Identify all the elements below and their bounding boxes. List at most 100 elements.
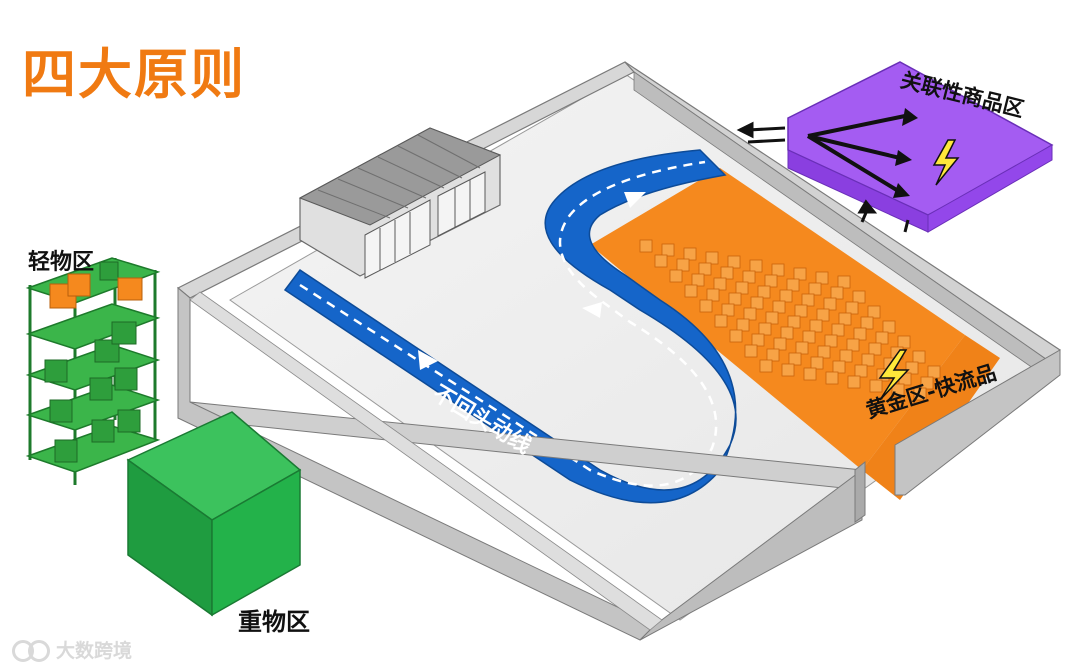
box-icon xyxy=(759,359,773,373)
box-icon xyxy=(757,285,771,299)
box-icon xyxy=(846,338,860,352)
box-icon xyxy=(838,312,852,326)
box-icon xyxy=(839,349,853,363)
box-icon xyxy=(742,270,756,284)
box-icon xyxy=(750,296,764,310)
box-icon xyxy=(728,292,742,306)
box-icon xyxy=(801,293,815,307)
box-icon xyxy=(743,307,757,321)
box-icon xyxy=(727,255,741,269)
box-icon xyxy=(927,365,941,379)
lightning-icon xyxy=(932,139,960,186)
box-icon xyxy=(861,353,875,367)
box-icon xyxy=(832,360,846,374)
box-icon xyxy=(897,335,911,349)
box-icon xyxy=(825,371,839,385)
box-icon xyxy=(771,263,785,277)
box-icon xyxy=(683,247,697,261)
box-icon xyxy=(868,342,882,356)
page-title: 四大原则 xyxy=(22,43,246,106)
related-goods-zone xyxy=(787,61,1054,233)
box-icon xyxy=(781,363,795,377)
box-icon xyxy=(852,290,866,304)
box-icon xyxy=(809,319,823,333)
box-icon xyxy=(684,284,698,298)
box-icon xyxy=(793,267,807,281)
box-icon xyxy=(661,243,675,257)
box-icon xyxy=(706,288,720,302)
box-icon xyxy=(867,305,881,319)
box-icon xyxy=(853,327,867,341)
box-icon xyxy=(817,345,831,359)
box-icon xyxy=(795,341,809,355)
box-icon xyxy=(875,331,889,345)
box-icon xyxy=(920,376,934,390)
box-icon xyxy=(639,239,653,253)
watermark-logo-icon xyxy=(12,639,50,662)
box-icon xyxy=(808,282,822,296)
box-icon xyxy=(816,308,830,322)
box-icon xyxy=(713,277,727,291)
box-icon xyxy=(765,311,779,325)
box-icon xyxy=(823,297,837,311)
box-icon xyxy=(815,271,829,285)
box-icon xyxy=(780,326,794,340)
box-icon xyxy=(699,299,713,313)
box-icon xyxy=(720,266,734,280)
route-dashes xyxy=(299,160,718,487)
box-icon xyxy=(891,383,905,397)
box-icon xyxy=(837,275,851,289)
box-icon xyxy=(847,375,861,389)
box-icon xyxy=(869,379,883,393)
route-arrow-icon xyxy=(418,350,438,370)
watermark-text: 大数跨境 xyxy=(56,640,133,662)
box-icon xyxy=(714,314,728,328)
connector-arrows xyxy=(736,121,910,233)
box-icon xyxy=(912,350,926,364)
box-icon xyxy=(845,301,859,315)
box-icon xyxy=(786,278,800,292)
wall-front-right-segment xyxy=(894,349,1061,496)
box-icon xyxy=(654,254,668,268)
box-icon xyxy=(721,303,735,317)
box-icon xyxy=(773,337,787,351)
one-way-route xyxy=(283,149,737,504)
box-icon xyxy=(758,322,772,336)
box-icon xyxy=(882,320,896,334)
heavy-goods-block xyxy=(126,411,302,617)
box-icon xyxy=(766,348,780,362)
box-icon xyxy=(788,352,802,366)
box-icon xyxy=(729,329,743,343)
watermark: 大数跨境 xyxy=(12,636,132,663)
box-icon xyxy=(794,304,808,318)
box-icon xyxy=(860,316,874,330)
box-icon xyxy=(772,300,786,314)
box-icon xyxy=(744,344,758,358)
fast-moving-boxes xyxy=(639,239,941,401)
box-icon xyxy=(676,258,690,272)
box-icon xyxy=(691,273,705,287)
box-icon xyxy=(751,333,765,347)
box-icon xyxy=(736,318,750,332)
box-icon xyxy=(735,281,749,295)
wall-door-gap xyxy=(854,460,866,523)
box-icon xyxy=(905,361,919,375)
box-icon xyxy=(749,259,763,273)
box-icon xyxy=(831,323,845,337)
warehouse-gate-icon xyxy=(298,127,502,279)
box-icon xyxy=(854,364,868,378)
lightning-icon xyxy=(878,349,910,401)
route-arrow-icon xyxy=(582,302,602,318)
box-icon xyxy=(705,251,719,265)
wall-front-top xyxy=(189,291,663,631)
box-icon xyxy=(913,387,927,401)
heavy-zone-label: 重物区 xyxy=(238,608,310,636)
box-icon xyxy=(810,356,824,370)
box-icon xyxy=(824,334,838,348)
light-zone-label: 轻物区 xyxy=(28,250,95,275)
box-icon xyxy=(803,367,817,381)
light-goods-shelf xyxy=(25,257,161,485)
route-arrow-icon xyxy=(624,192,646,208)
